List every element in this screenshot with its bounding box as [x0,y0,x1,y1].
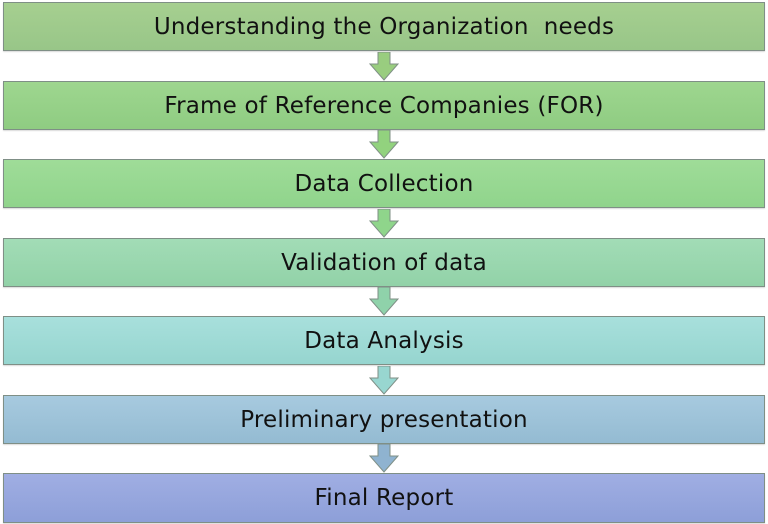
step-validation-of-data: Validation of data [3,238,765,287]
down-arrow-icon [369,130,399,159]
down-arrow-icon [369,52,399,81]
step-frame-of-reference: Frame of Reference Companies (FOR) [3,81,765,130]
step-final-report: Final Report [3,473,765,523]
down-arrow-icon [369,444,399,473]
down-arrow-icon [369,287,399,316]
step-understanding-needs: Understanding the Organization needs [3,2,765,51]
down-arrow-icon [369,209,399,238]
down-arrow-icon [369,366,399,395]
step-data-collection: Data Collection [3,159,765,208]
step-preliminary-presentation: Preliminary presentation [3,395,765,444]
step-data-analysis: Data Analysis [3,316,765,365]
